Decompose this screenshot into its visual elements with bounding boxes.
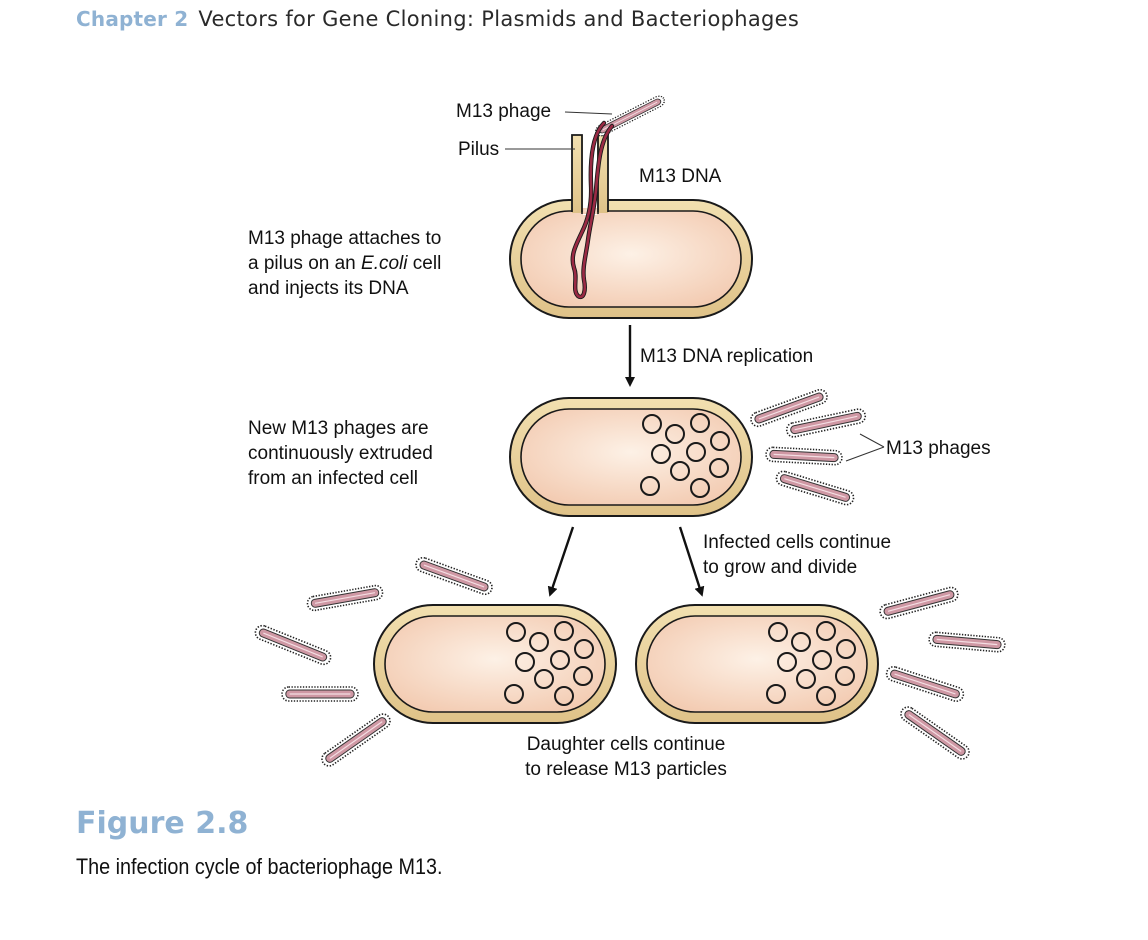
step2-text-line3: from an infected cell — [248, 468, 418, 489]
daughter-cell-left — [373, 604, 617, 724]
step1-text-line3: and injects its DNA — [248, 278, 409, 299]
middle-cell — [509, 397, 753, 517]
extruded-phages — [748, 386, 868, 508]
daughter-cell-right — [635, 604, 879, 724]
step2-text-line2: continuously extruded — [248, 443, 433, 464]
label-pilus: Pilus — [458, 139, 499, 160]
released-phages-right — [877, 585, 1007, 763]
phages-leader-lines — [845, 433, 885, 462]
step4-text-line2: to release M13 particles — [525, 759, 727, 780]
step1-text-line1: M13 phage attaches to — [248, 228, 441, 249]
division-arrow-right — [678, 526, 705, 597]
step2-text-line1: New M13 phages are — [248, 418, 429, 439]
step1-text-line2: a pilus on an E.coli cell — [248, 253, 441, 274]
attached-phage — [593, 93, 667, 139]
label-m13-dna: M13 DNA — [639, 166, 722, 187]
label-m13-phage: M13 phage — [456, 101, 551, 122]
figure-caption: The infection cycle of bacteriophage M13… — [76, 854, 443, 879]
figure-number: Figure 2.8 — [76, 806, 249, 841]
label-dna-replication: M13 DNA replication — [640, 346, 813, 367]
top-cell — [509, 134, 753, 319]
chapter-number: Chapter 2 — [76, 7, 189, 31]
step3-text-line1: Infected cells continue — [703, 532, 891, 553]
phage-leader-line — [564, 111, 613, 115]
step4-text-line1: Daughter cells continue — [527, 734, 726, 755]
chapter-title: Vectors for Gene Cloning: Plasmids and B… — [198, 7, 800, 31]
label-m13-phages: M13 phages — [886, 438, 991, 459]
division-arrow-left — [547, 526, 575, 597]
chapter-header: Chapter 2 Vectors for Gene Cloning: Plasm… — [76, 6, 799, 32]
step3-text-line2: to grow and divide — [703, 557, 857, 578]
